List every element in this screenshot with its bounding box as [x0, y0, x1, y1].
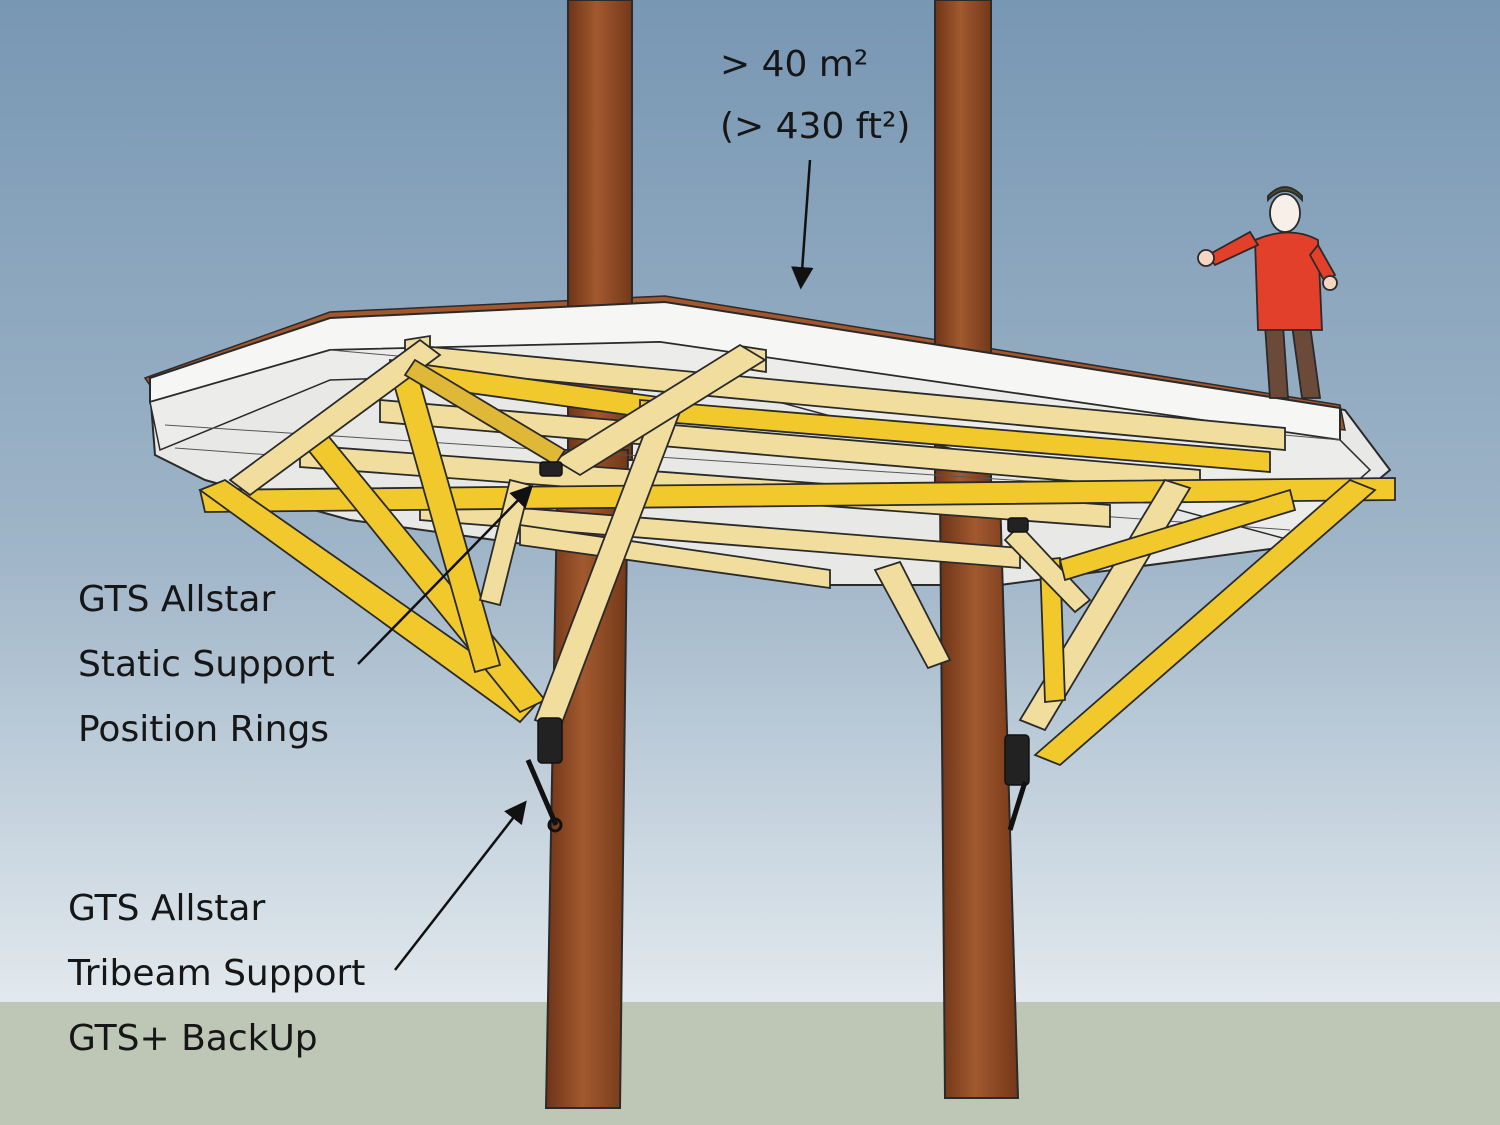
static-support-arrow-icon [357, 484, 534, 665]
tribeam-support-line1: GTS Allstar [68, 888, 266, 929]
tribeam-support-label: GTS Allstar Tribeam Support GTS+ BackUp [68, 876, 365, 1071]
person-figure [1197, 186, 1338, 399]
tribeam-support-line2: Tribeam Support [68, 953, 366, 994]
left-bracing [198, 338, 767, 730]
static-support-line1: GTS Allstar [78, 579, 276, 620]
ground [0, 1002, 1500, 1125]
area-label: > 40 m² (> 430 ft²) [720, 34, 910, 158]
area-label-imperial: (> 430 ft²) [720, 106, 911, 147]
area-arrow-icon [791, 159, 814, 290]
static-support-line2: Static Support [78, 644, 335, 685]
joists [299, 334, 1286, 590]
tribeam-support-line3: GTS+ BackUp [68, 1018, 318, 1059]
tribeam-arrow-icon [394, 800, 527, 971]
area-label-metric: > 40 m² [720, 44, 869, 85]
static-support-label: GTS Allstar Static Support Position Ring… [78, 567, 335, 762]
main-beams [198, 358, 1396, 513]
support-hardware [525, 461, 1030, 833]
static-support-line3: Position Rings [78, 709, 330, 750]
right-bracing [873, 478, 1377, 767]
